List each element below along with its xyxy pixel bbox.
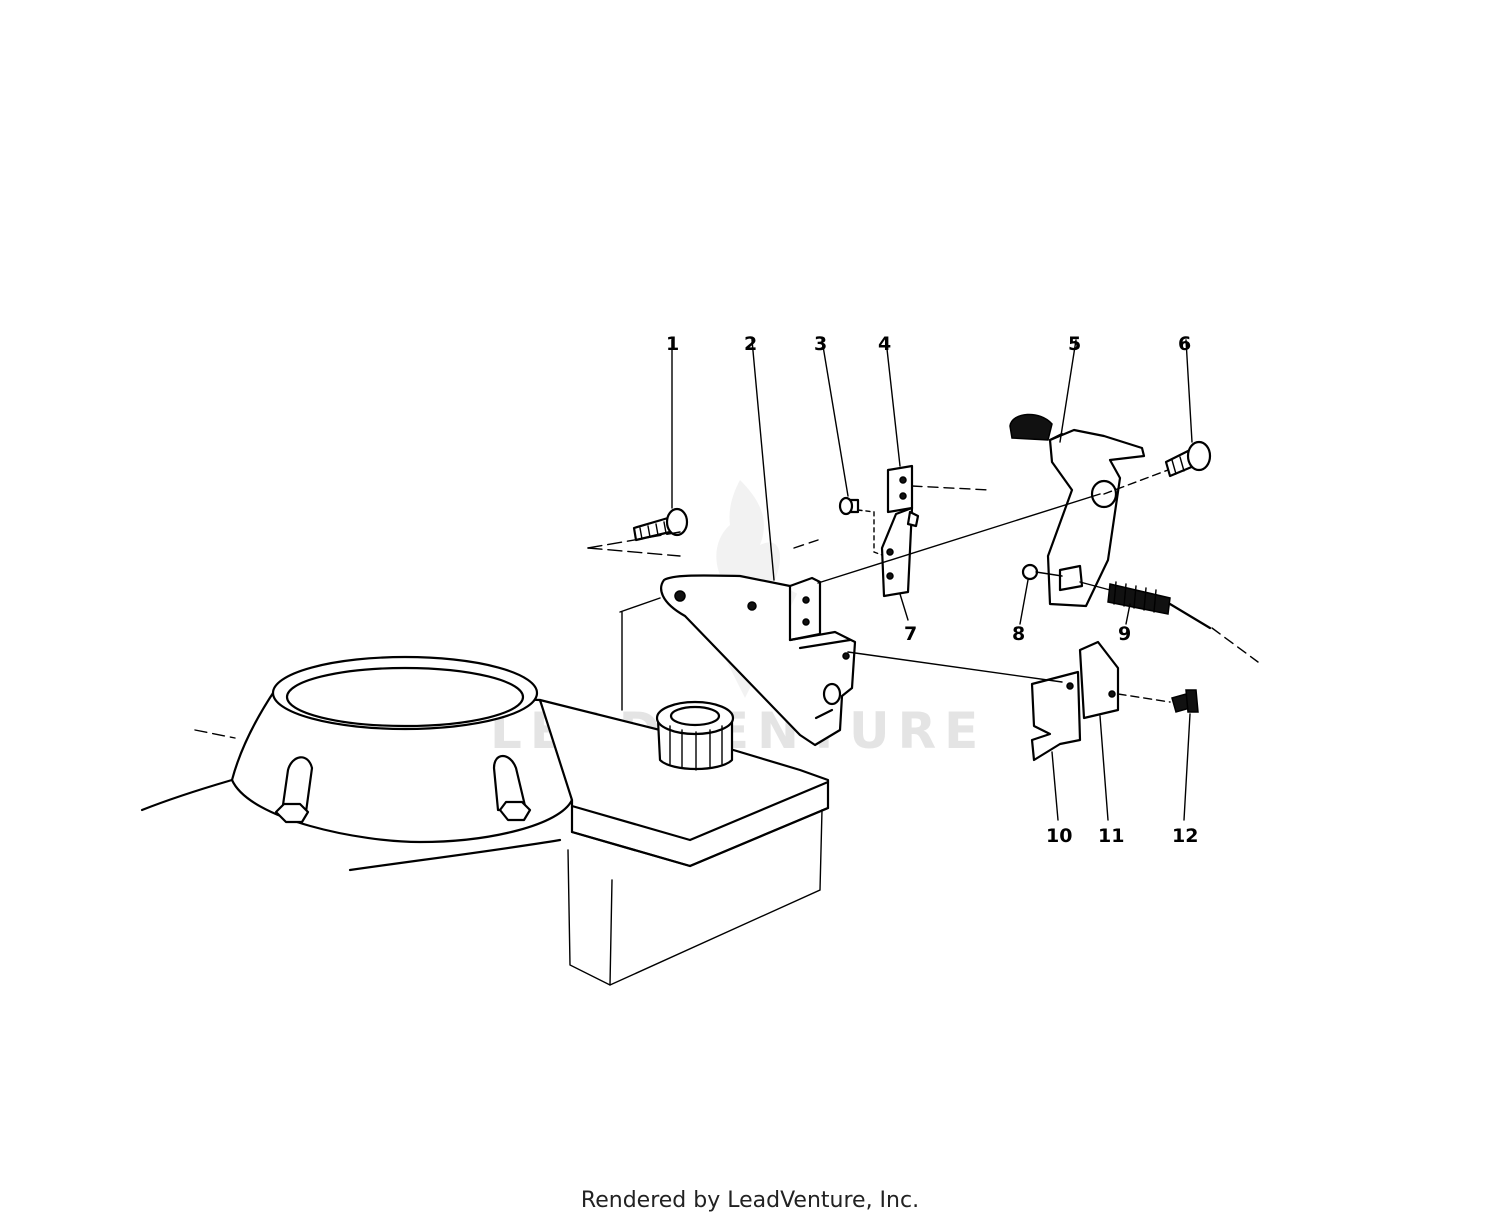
- callout-8: 8: [1012, 623, 1025, 645]
- callout-3: 3: [814, 333, 827, 355]
- leader-1-dash-b: [587, 547, 681, 557]
- part-3-screw: [821, 339, 883, 556]
- callout-9: 9: [1118, 623, 1131, 645]
- callout-11: 11: [1098, 825, 1124, 847]
- callout-7: 7: [904, 623, 917, 645]
- callout-1: 1: [666, 333, 679, 355]
- callout-6: 6: [1178, 333, 1191, 355]
- engine-blower-housing: [140, 655, 574, 872]
- part-7-plate: [880, 506, 920, 621]
- part-4-plate: [885, 339, 991, 514]
- part-5-lever: [817, 339, 1169, 608]
- footer-credit: Rendered by LeadVenture, Inc.: [580, 1188, 920, 1213]
- part-11-plate: [847, 640, 1171, 821]
- part-10-clip: [1030, 670, 1082, 821]
- callout-5: 5: [1068, 333, 1081, 355]
- callout-12: 12: [1172, 825, 1198, 847]
- callout-2: 2: [744, 333, 757, 355]
- callout-10: 10: [1046, 825, 1072, 847]
- part-9-cable: [1079, 581, 1259, 663]
- part-1-screw: [632, 339, 689, 542]
- part-8-pin: [1019, 563, 1063, 625]
- fuel-cap: [655, 700, 735, 771]
- callout-labels: 1 2 3 4 5 6 7 8 9 10 11 12: [666, 333, 1198, 847]
- callout-4: 4: [878, 333, 891, 355]
- part-2-bracket: [619, 339, 857, 747]
- part-6-screw: [1164, 339, 1212, 478]
- fuel-tank: [538, 698, 830, 986]
- leader-1-dash: [587, 531, 681, 549]
- part-12-screw: [1171, 689, 1199, 821]
